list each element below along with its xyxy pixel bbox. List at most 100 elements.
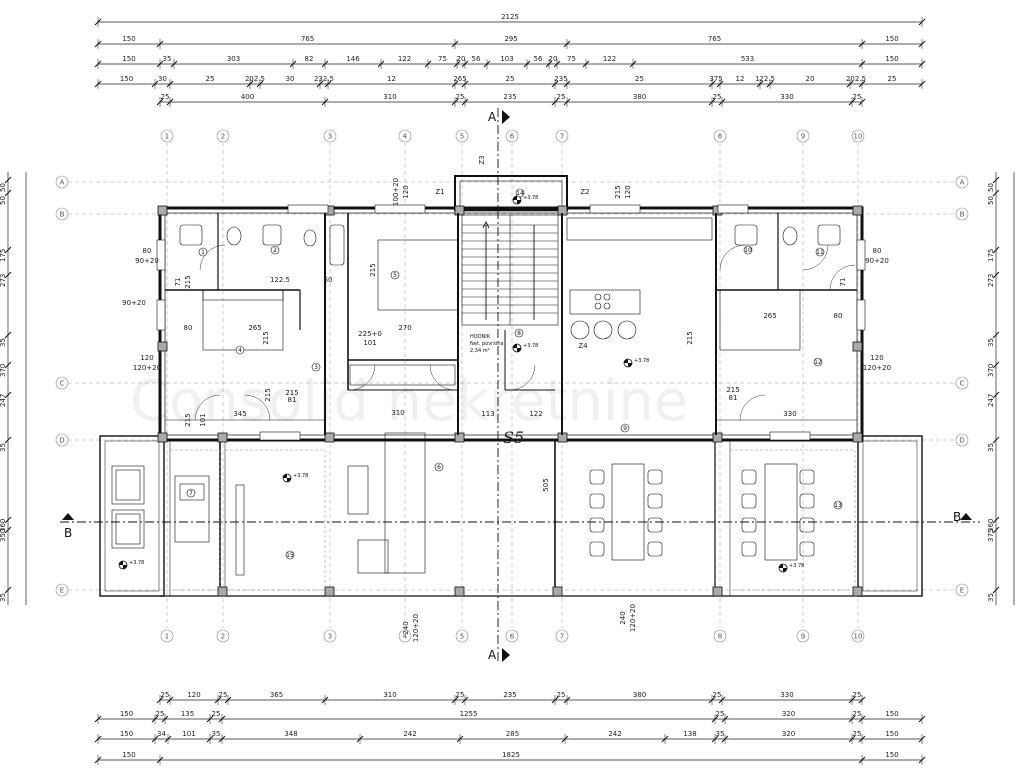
dimension-label: 2125 [501, 13, 519, 21]
section-label-a-top: A [488, 110, 497, 124]
room-dimension-label: 81 [729, 394, 738, 402]
dimension-label: 122 [603, 55, 616, 63]
room-dimension-label: 71 [839, 278, 847, 287]
stair-label: S5 [503, 428, 524, 447]
room-dimension-label: 120+20 [133, 364, 161, 372]
grid-axis-letter: E [960, 587, 964, 595]
dimension-label: 25 [853, 730, 862, 738]
room-dimension-label: 81 [288, 396, 297, 404]
dimension-label: 25 [888, 75, 897, 83]
level-marker-label: +3.78 [634, 358, 649, 364]
dimension-label: 25 [212, 710, 221, 718]
dimension-label: 35 [163, 55, 172, 63]
grid-axis-number: 10 [854, 133, 863, 141]
dimension-label: 242 [608, 730, 621, 738]
dimension-label: 365 [270, 691, 283, 699]
room-dimension-label: 120 [402, 185, 410, 198]
dimension-label: 25 [716, 710, 725, 718]
room-dimension-label: 120+20 [629, 604, 637, 632]
room-number: 5 [393, 272, 397, 279]
dimension-label: 35 [716, 730, 725, 738]
room-dimension-label: 265 [248, 324, 261, 332]
grid-axis-number: 6 [510, 633, 515, 641]
grid-axis-number: 9 [801, 133, 805, 141]
dimension-label: 30 [158, 75, 167, 83]
dimension-label: 25 [206, 75, 215, 83]
room-number: 12 [814, 359, 822, 366]
room-dimension-label: Z4 [578, 342, 588, 350]
dimension-label: 150 [120, 730, 133, 738]
grid-axis-number: 5 [460, 633, 464, 641]
dimension-label: 56 [472, 55, 481, 63]
side-dimension-label: 350 [0, 529, 7, 542]
dimension-label: 25 [161, 691, 170, 699]
grid-axis-number: 4 [403, 633, 408, 641]
side-dimension-label: 50 [0, 183, 7, 192]
svg-text:2,34 m²: 2,34 m² [470, 348, 490, 354]
room-number: 13 [834, 502, 842, 509]
room-dimension-label: 80 [184, 324, 193, 332]
dining-sets [589, 463, 815, 561]
corridor-note: HODNIK Net. površina 2,34 m² [470, 334, 503, 354]
dimension-label: 310 [383, 691, 396, 699]
room-dimension-label: 215 [264, 388, 272, 401]
terrace-edges [169, 449, 856, 591]
dimension-label: 380 [633, 93, 646, 101]
dimension-label: 235 [554, 75, 567, 83]
side-dimension-label: 35 [987, 443, 995, 452]
room-dimension-label: 100+20 [392, 178, 400, 206]
dimension-label: 310 [383, 93, 396, 101]
room-dimension-label: 265 [763, 312, 776, 320]
dimension-label: 202.5 [846, 75, 866, 83]
level-marker-label: +3.78 [523, 343, 538, 349]
grid-axis-number: 10 [854, 633, 863, 641]
room-number: 11 [816, 249, 824, 256]
dimension-label: 265 [453, 75, 466, 83]
dimension-label: 25 [713, 691, 722, 699]
dimension-label: 75 [567, 55, 576, 63]
svg-text:Net. površina: Net. površina [470, 340, 503, 347]
dimension-label: 75 [438, 55, 447, 63]
level-marker-label: +3.78 [129, 560, 144, 566]
room-dimension-label: 120 [624, 185, 632, 198]
side-dimension-label: 50 [0, 196, 7, 205]
side-dimension-label: 360 [987, 519, 995, 532]
room-dimension-label: 270 [398, 324, 411, 332]
dimension-label: 101 [182, 730, 195, 738]
kitchen-counter [349, 217, 713, 386]
room-dimension-label: 345 [233, 410, 246, 418]
room-dimension-label: Z1 [435, 188, 444, 196]
dimension-label: 150 [885, 710, 898, 718]
grid-axis-number: 9 [801, 633, 805, 641]
grid-axis-number: 1 [165, 133, 169, 141]
side-dimension-label: 50 [987, 183, 995, 192]
room-dimension-label: 122.5 [270, 276, 290, 284]
level-marker-label: +3.78 [789, 563, 804, 569]
level-marker-label: +3.78 [293, 473, 308, 479]
side-dimension-label: 35 [0, 443, 7, 452]
grid-axis-number: 1 [165, 633, 169, 641]
room-number: 14 [516, 190, 524, 197]
room-number: 7 [189, 490, 193, 497]
grid-axis-letter: C [60, 380, 65, 388]
grid-axis-letter: D [59, 437, 64, 445]
room-dimension-label: Z3 [478, 155, 486, 164]
dimension-label: 30 [286, 75, 295, 83]
room-dimension-label: 101 [363, 339, 376, 347]
grid-axis-number: 3 [328, 133, 332, 141]
room-dimension-label: 215 [614, 185, 622, 198]
dimension-label: 1255 [460, 710, 478, 718]
living-furniture [111, 432, 426, 576]
dimension-label: 533 [741, 55, 754, 63]
grid-axis-number: 4 [403, 133, 408, 141]
room-dimension-label: 90+20 [122, 299, 146, 307]
section-lines [60, 108, 980, 662]
dimension-label: 25 [853, 93, 862, 101]
grid-axis-letter: C [960, 380, 965, 388]
side-dimension-label: 247 [987, 394, 995, 407]
grid-axis-number: 7 [560, 133, 564, 141]
